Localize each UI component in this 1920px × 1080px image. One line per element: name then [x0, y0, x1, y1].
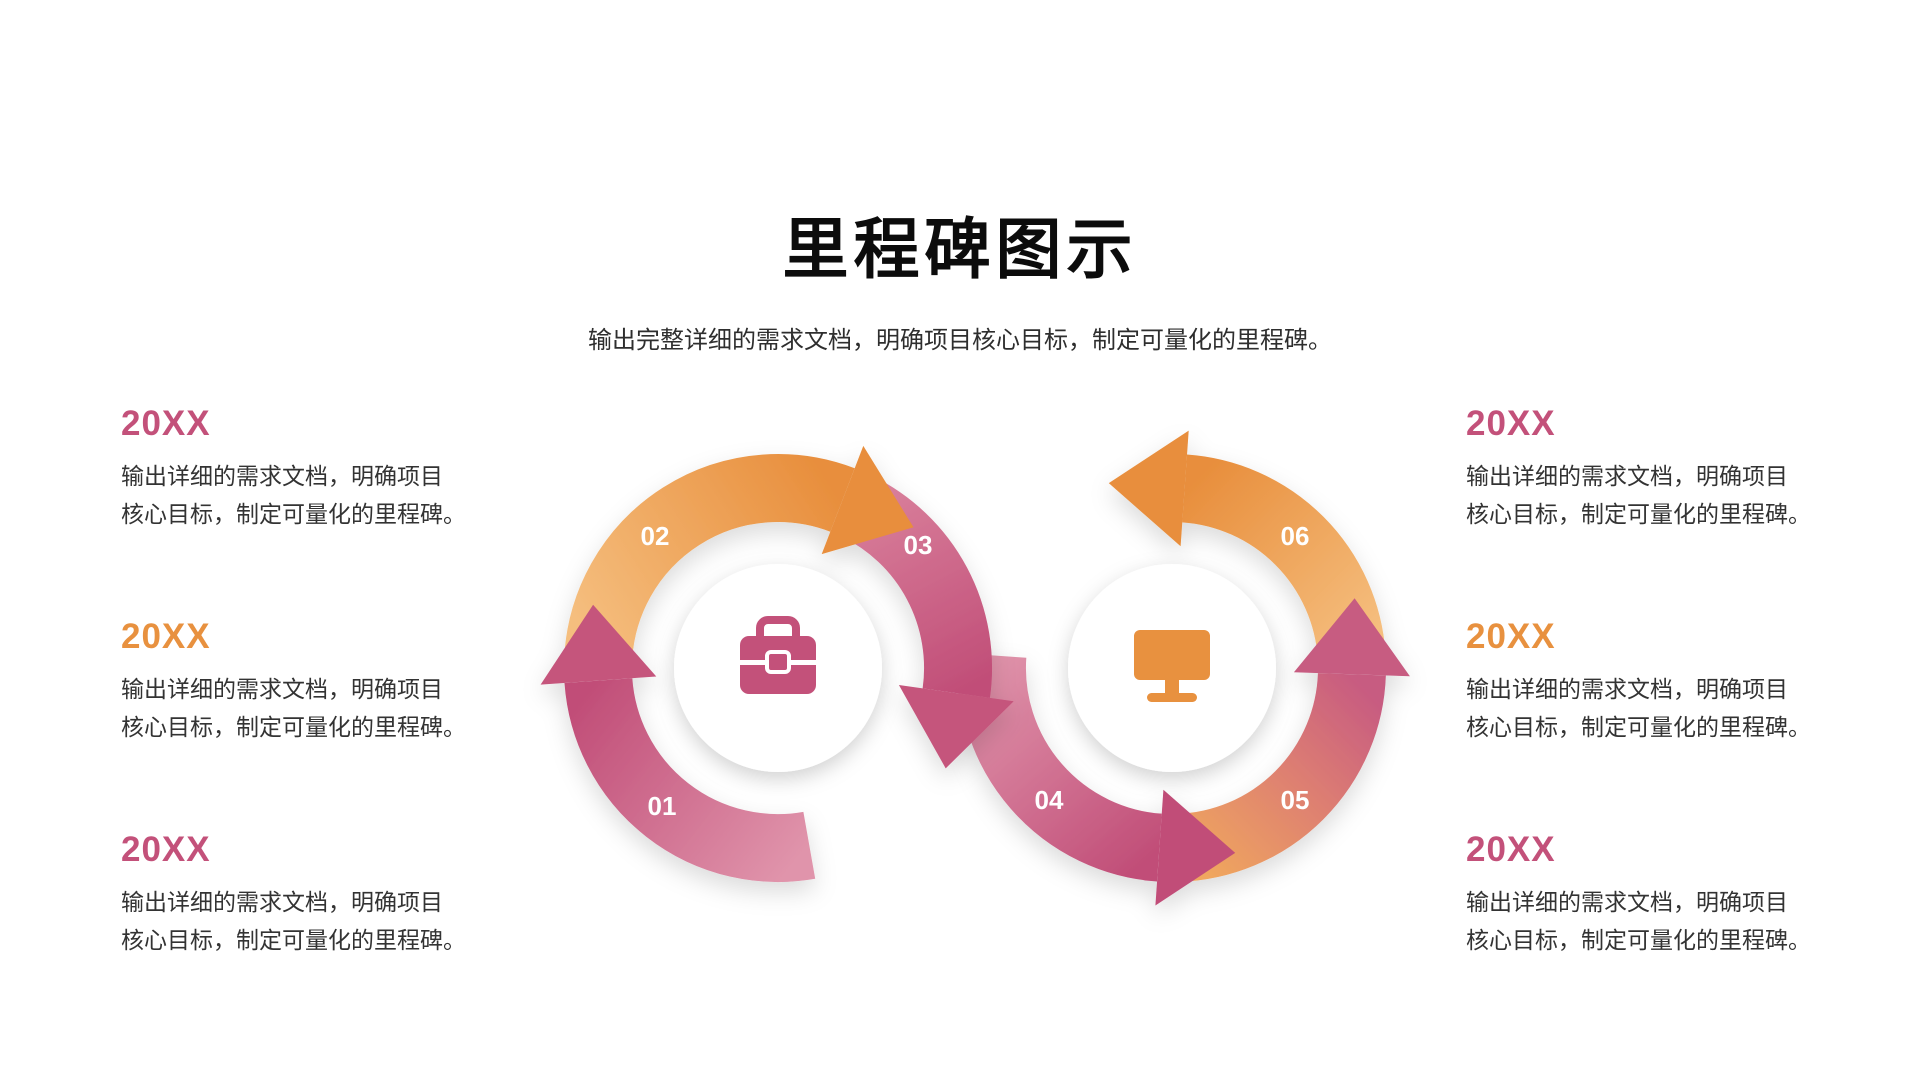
left-cycle — [540, 445, 1014, 883]
arrow-head-02 — [821, 445, 914, 555]
milestone-desc-line2: 核心目标，制定可量化的里程碑。 — [121, 714, 466, 741]
milestone-year: 20XX — [1466, 617, 1556, 656]
milestone-desc-line2: 核心目标，制定可量化的里程碑。 — [1466, 927, 1811, 954]
step-number-04: 04 — [1035, 785, 1064, 815]
milestone-desc-line2: 核心目标，制定可量化的里程碑。 — [121, 501, 466, 528]
arc-segment-04 — [957, 653, 1163, 882]
milestone-year: 20XX — [121, 830, 211, 869]
milestone-description: 输出详细的需求文档，明确项目 核心目标，制定可量化的里程碑。 — [1466, 883, 1866, 959]
milestone-block-right-3: 20XX 输出详细的需求文档，明确项目 核心目标，制定可量化的里程碑。 — [1466, 832, 1866, 959]
milestone-desc-line1: 输出详细的需求文档，明确项目 — [121, 463, 443, 489]
step-number-02: 02 — [641, 521, 670, 551]
step-number-03: 03 — [904, 530, 933, 560]
milestone-description: 输出详细的需求文档，明确项目 核心目标，制定可量化的里程碑。 — [121, 457, 521, 533]
milestone-block-right-2: 20XX 输出详细的需求文档，明确项目 核心目标，制定可量化的里程碑。 — [1466, 619, 1866, 746]
milestone-year: 20XX — [1466, 404, 1556, 443]
arrow-head-04 — [1155, 789, 1236, 906]
step-number-01: 01 — [648, 791, 677, 821]
arc-segment-01 — [564, 677, 816, 883]
milestone-year: 20XX — [121, 404, 211, 443]
arrow-head-06 — [1108, 430, 1189, 547]
milestone-desc-line2: 核心目标，制定可量化的里程碑。 — [121, 927, 466, 954]
milestone-description: 输出详细的需求文档，明确项目 核心目标，制定可量化的里程碑。 — [1466, 457, 1866, 533]
slide-title: 里程碑图示 — [782, 212, 1138, 286]
milestone-description: 输出详细的需求文档，明确项目 核心目标，制定可量化的里程碑。 — [1466, 670, 1866, 746]
briefcase-icon — [740, 616, 816, 694]
milestone-desc-line1: 输出详细的需求文档，明确项目 — [1466, 676, 1788, 702]
milestone-desc-line2: 核心目标，制定可量化的里程碑。 — [1466, 501, 1811, 528]
milestone-block-right-1: 20XX 输出详细的需求文档，明确项目 核心目标，制定可量化的里程碑。 — [1466, 406, 1866, 533]
arrow-head-01 — [540, 604, 657, 685]
slide-subtitle: 输出完整详细的需求文档，明确项目核心目标，制定可量化的里程碑。 — [588, 327, 1332, 354]
milestone-block-left-2: 20XX 输出详细的需求文档，明确项目 核心目标，制定可量化的里程碑。 — [121, 619, 521, 746]
milestone-block-left-1: 20XX 输出详细的需求文档，明确项目 核心目标，制定可量化的里程碑。 — [121, 406, 521, 533]
step-number-05: 05 — [1281, 785, 1310, 815]
milestone-description: 输出详细的需求文档，明确项目 核心目标，制定可量化的里程碑。 — [121, 883, 521, 959]
step-numbers: 01 02 03 04 05 06 — [641, 521, 1310, 821]
milestone-desc-line2: 核心目标，制定可量化的里程碑。 — [1466, 714, 1811, 741]
milestone-desc-line1: 输出详细的需求文档，明确项目 — [121, 676, 443, 702]
milestone-desc-line1: 输出详细的需求文档，明确项目 — [121, 889, 443, 915]
milestone-desc-line1: 输出详细的需求文档，明确项目 — [1466, 463, 1788, 489]
milestone-year: 20XX — [121, 617, 211, 656]
right-cycle — [957, 430, 1410, 906]
monitor-icon — [1134, 630, 1210, 702]
milestone-block-left-3: 20XX 输出详细的需求文档，明确项目 核心目标，制定可量化的里程碑。 — [121, 832, 521, 959]
milestone-year: 20XX — [1466, 830, 1556, 869]
arrow-head-03 — [898, 685, 1014, 769]
arrow-head-05 — [1293, 598, 1410, 677]
milestone-description: 输出详细的需求文档，明确项目 核心目标，制定可量化的里程碑。 — [121, 670, 521, 746]
milestone-desc-line1: 输出详细的需求文档，明确项目 — [1466, 889, 1788, 915]
step-number-06: 06 — [1281, 521, 1310, 551]
arc-segment-02 — [564, 454, 855, 659]
